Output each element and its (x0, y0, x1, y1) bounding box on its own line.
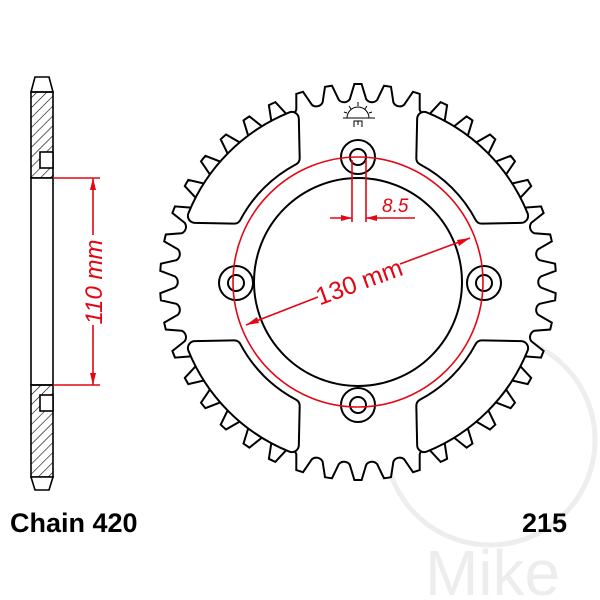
dimension-110 (53, 177, 100, 386)
bolt-hole (349, 396, 367, 414)
bolt-hole (227, 274, 245, 292)
sun-logo-icon (343, 102, 375, 127)
bolt-hole (475, 274, 493, 292)
dimension-130 (232, 156, 484, 408)
lightening-slot (188, 341, 299, 452)
center-bore (253, 177, 463, 387)
lightening-slot (417, 341, 528, 452)
lightening-slot (417, 112, 528, 223)
dimension-8-5 (330, 160, 415, 222)
side-profile (29, 76, 55, 491)
chain-label: Chain 420 (10, 508, 138, 538)
dimension-8-5-label: 8.5 (382, 196, 409, 217)
dimension-110-label: 110 mm (81, 240, 108, 325)
watermark-text: Mike (425, 537, 560, 600)
lightening-slot (188, 112, 299, 223)
sprocket-face (159, 82, 557, 482)
part-number: 215 (522, 508, 568, 538)
